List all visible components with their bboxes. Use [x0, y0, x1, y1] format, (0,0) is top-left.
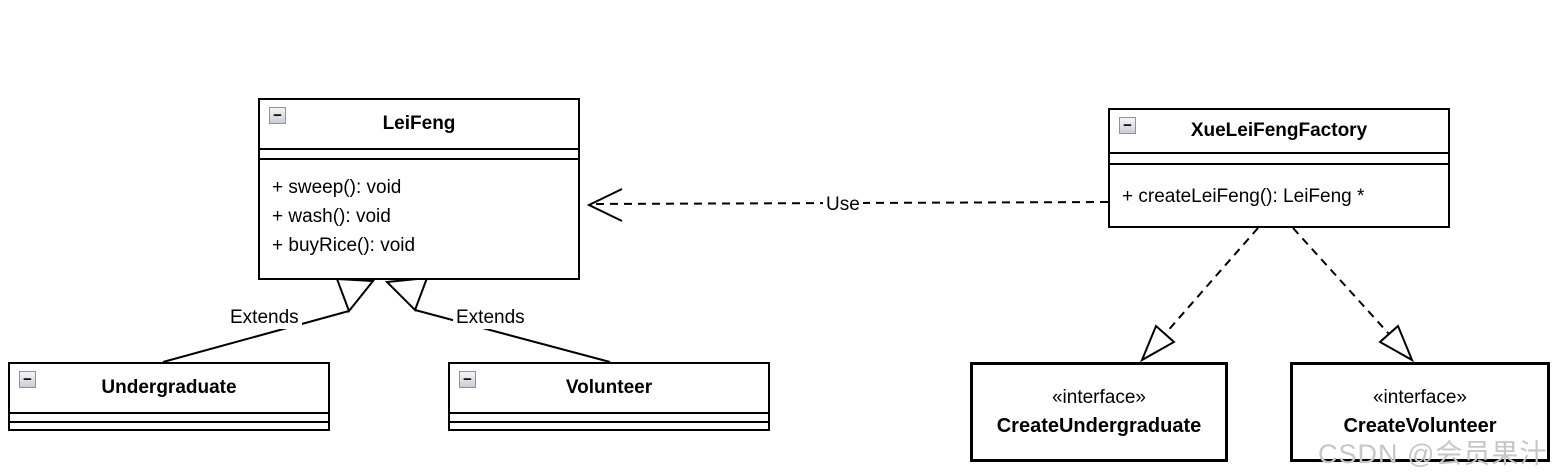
class-title: XueLeiFengFactory — [1190, 120, 1368, 141]
class-box-leifeng[interactable]: − LeiFeng + sweep(): void + wash(): void… — [258, 98, 580, 280]
class-header: − Volunteer — [450, 364, 768, 414]
class-box-undergraduate[interactable]: − Undergraduate — [8, 362, 330, 431]
interface-stereotype: «interface» — [1051, 387, 1146, 408]
realize-left-triangle-arrowhead — [1139, 324, 1176, 363]
use-open-arrowhead — [586, 188, 623, 222]
method-entry: + sweep(): void — [272, 177, 402, 198]
interface-stereotype: «interface» — [1372, 387, 1467, 408]
realize-right-line[interactable] — [1292, 227, 1390, 335]
attributes-compartment — [1110, 154, 1448, 165]
methods-compartment: + sweep(): void + wash(): void + buyRice… — [260, 160, 578, 260]
method-entry: + createLeiFeng(): LeiFeng * — [1122, 186, 1365, 207]
collapse-icon[interactable]: − — [1119, 117, 1136, 134]
class-box-xueleifengfactory[interactable]: − XueLeiFengFactory + createLeiFeng(): L… — [1108, 108, 1450, 228]
extends-right-line[interactable] — [414, 309, 611, 363]
extends-left-line[interactable] — [162, 310, 350, 363]
class-box-volunteer[interactable]: − Volunteer — [448, 362, 770, 431]
class-title: LeiFeng — [382, 113, 456, 134]
collapse-icon[interactable]: − — [459, 371, 476, 388]
interface-box-createvolunteer[interactable]: «interface» CreateVolunteer — [1290, 362, 1550, 462]
methods-compartment: + createLeiFeng(): LeiFeng * — [1110, 165, 1448, 211]
interface-box-createundergraduate[interactable]: «interface» CreateUndergraduate — [970, 362, 1228, 462]
class-header: − XueLeiFengFactory — [1110, 110, 1448, 154]
attributes-compartment — [10, 414, 328, 423]
attributes-compartment — [260, 150, 578, 160]
extends-left-triangle-arrowhead — [335, 277, 375, 313]
interface-title: CreateVolunteer — [1343, 415, 1497, 437]
extends-right-edge-label[interactable]: Extends — [453, 307, 528, 329]
method-entry: + wash(): void — [272, 206, 391, 227]
realize-right-triangle-arrowhead — [1378, 324, 1415, 363]
realize-left-line[interactable] — [1164, 227, 1259, 335]
extends-left-edge-label[interactable]: Extends — [227, 307, 302, 329]
use-edge-label[interactable]: Use — [823, 194, 863, 216]
attributes-compartment — [450, 414, 768, 423]
class-title: Undergraduate — [101, 377, 237, 398]
class-title: Volunteer — [565, 377, 653, 398]
collapse-icon[interactable]: − — [19, 371, 36, 388]
extends-right-triangle-arrowhead — [384, 276, 429, 312]
method-entry: + buyRice(): void — [272, 235, 416, 256]
collapse-icon[interactable]: − — [269, 107, 286, 124]
interface-title: CreateUndergraduate — [996, 415, 1202, 437]
class-header: − LeiFeng — [260, 100, 578, 150]
csdn-watermark: CSDN @会员果汁 — [1318, 439, 1548, 469]
class-header: − Undergraduate — [10, 364, 328, 414]
